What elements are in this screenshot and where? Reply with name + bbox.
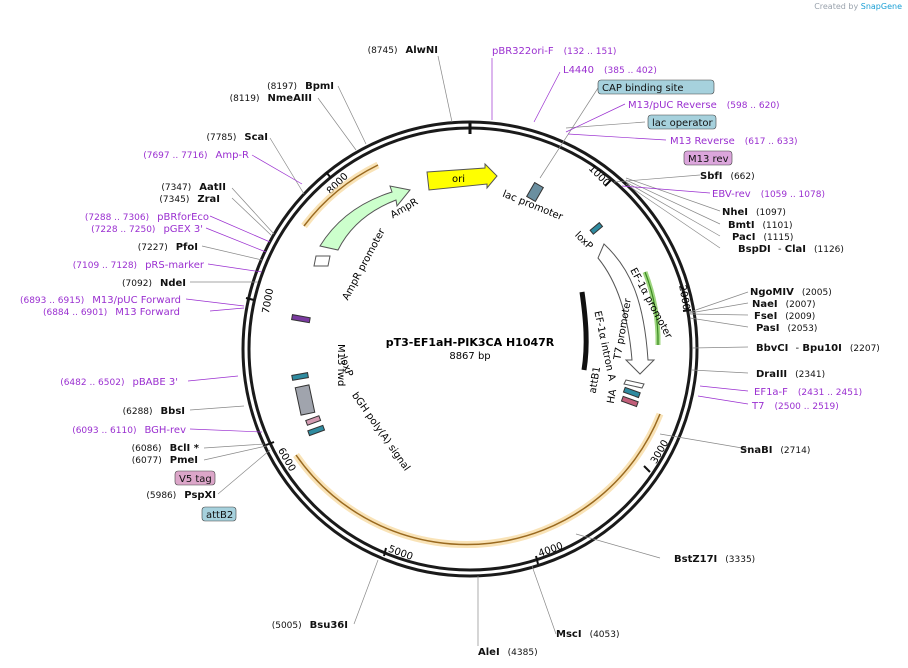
lac-promoter-block	[525, 181, 545, 203]
m13-rev-box	[683, 150, 733, 166]
ef1a-intron-bar	[579, 291, 589, 371]
label-zrai: (7345)ZraI	[159, 194, 220, 205]
cap-binding-site-box	[597, 79, 715, 95]
label-aatii: (7347)AatII	[161, 182, 226, 193]
label-m13-rev: M13 rev	[688, 154, 729, 165]
label-bpmi: (8197)BpmI	[267, 81, 334, 92]
label-fsei: FseI(2009)	[754, 311, 815, 322]
label-scai: (7785)ScaI	[206, 132, 268, 143]
backbone-outer	[241, 120, 699, 578]
ha-block	[620, 395, 639, 408]
attb1-block	[622, 386, 641, 399]
label-pmei: (6077)PmeI	[132, 455, 198, 466]
attb2-box	[201, 506, 237, 522]
label-t7: T7(2500 .. 2519)	[751, 401, 839, 412]
label-bgh-rev: (6093 .. 6110)BGH-rev	[72, 425, 186, 436]
orf-arc-green-line	[644, 271, 659, 346]
orf-arc-pik3ca-line	[295, 413, 661, 546]
loxp-block-left	[291, 372, 309, 381]
loxp-label-right: loxP	[572, 230, 594, 252]
label-bcli: (6086)BclI *	[132, 443, 200, 454]
lac-operator-box	[647, 114, 717, 130]
label-bstz17i: BstZ17I(3335)	[674, 554, 755, 565]
ampr-arrow	[319, 185, 411, 251]
tick-2000: 2000	[676, 284, 691, 312]
bgh-small-block	[305, 415, 322, 426]
label-m13-puc-forward: (6893 .. 6915)M13/pUC Forward	[20, 295, 181, 306]
left-label-group: (8745)AlwNI (8197)BpmI (8119)NmeAIII (77…	[20, 45, 438, 631]
snapgene-credit: Created by SnapGene	[814, 2, 902, 11]
label-bbvci-bpu10i: BbvCI - Bpu10I(2207)	[756, 343, 880, 354]
bgh-polya-block	[294, 384, 316, 416]
label-cap-binding-site: CAP binding site	[602, 83, 684, 94]
label-l4440: L4440(385 .. 402)	[563, 65, 657, 76]
ampr-promoter-arrow	[313, 255, 331, 267]
label-sbfi: SbfI(662)	[700, 171, 755, 182]
label-alwni: (8745)AlwNI	[368, 45, 438, 56]
ori-arrow	[426, 162, 498, 191]
label-m13-forward: (6884 .. 6901)M13 Forward	[43, 307, 180, 318]
label-attb2: attB2	[206, 510, 233, 521]
plasmid-name: pT3-EF1aH-PIK3CA H1047R	[386, 336, 555, 349]
label-ebv-rev: EBV-rev(1059 .. 1078)	[712, 189, 825, 200]
m13-fwd-block	[291, 314, 311, 324]
label-nhei: NheI(1097)	[722, 207, 786, 218]
label-amp-r: (7697 .. 7716)Amp-R	[143, 150, 249, 161]
credit-prefix: Created by	[814, 2, 859, 11]
ampr-promoter-label: AmpR promoter	[341, 226, 388, 302]
tick-7000: 7000	[245, 288, 276, 315]
attb1-label: attB1	[588, 366, 604, 395]
label-alei: AleI(4385)	[478, 647, 538, 658]
label-lac-operator: lac operator	[652, 118, 713, 129]
orf-arc-ampr-line	[303, 164, 379, 227]
label-ndei: (7092)NdeI	[122, 278, 186, 289]
snapgene-logo: SnapGene	[860, 2, 902, 11]
label-v5-tag: V5 tag	[179, 474, 212, 485]
label-pbrforeco: (7288 .. 7306)pBRforEco	[85, 212, 209, 223]
label-nmeaiii: (8119)NmeAIII	[230, 93, 312, 104]
label-pgex3: (7228 .. 7250)pGEX 3'	[91, 224, 203, 235]
ori-label: ori	[452, 174, 465, 185]
label-bsu36i: (5005)Bsu36I	[272, 620, 348, 631]
label-pasi: PasI(2053)	[756, 323, 817, 334]
svg-text:2000: 2000	[676, 284, 691, 311]
label-snabi: SnaBI(2714)	[740, 445, 810, 456]
label-pbabe3: (6482 .. 6502)pBABE 3'	[60, 377, 178, 388]
attb2-map-block	[307, 424, 326, 437]
bgh-polya-label: bGH poly(A) signal	[349, 391, 412, 474]
label-pbr322ori-f: pBR322ori-F(132 .. 151)	[492, 46, 616, 57]
label-paci: PacI(1115)	[732, 232, 793, 243]
label-bspdi-clai: BspDI - ClaI(1126)	[738, 244, 844, 255]
label-bbsi: (6288)BbsI	[123, 406, 185, 417]
label-draiii: DraIII(2341)	[756, 369, 825, 380]
label-m13-reverse: M13 Reverse(617 .. 633)	[670, 136, 798, 147]
right-label-group: pBR322ori-F(132 .. 151) L4440(385 .. 402…	[478, 46, 880, 658]
v5-tag-box	[174, 470, 216, 486]
t7-promoter-arrow	[623, 379, 645, 389]
label-pspxi: (5986)PspXI	[146, 490, 216, 501]
plasmid-length: 8867 bp	[449, 351, 490, 362]
label-prs-marker: (7109 .. 7128)pRS-marker	[73, 260, 205, 271]
label-ngomiv: NgoMIV(2005)	[750, 287, 832, 298]
label-msci: MscI(4053)	[556, 629, 620, 640]
svg-text:7000: 7000	[261, 288, 276, 315]
loxp-block-right	[589, 221, 604, 235]
ha-label: HA	[606, 388, 619, 404]
primer-leader-lines	[185, 58, 749, 433]
label-naei: NaeI(2007)	[752, 299, 816, 310]
left-leader-lines	[189, 55, 453, 625]
m13-fwd-label: M13 fwd	[335, 344, 346, 386]
label-bmti: BmtI(1101)	[728, 220, 792, 231]
label-pfoi: (7227)PfoI	[138, 242, 198, 253]
ef1a-promoter-arrow	[597, 243, 656, 375]
label-m13-puc-reverse: M13/pUC Reverse(598 .. 620)	[628, 100, 780, 111]
label-ef1a-f: EF1a-F(2431 .. 2451)	[754, 387, 862, 398]
